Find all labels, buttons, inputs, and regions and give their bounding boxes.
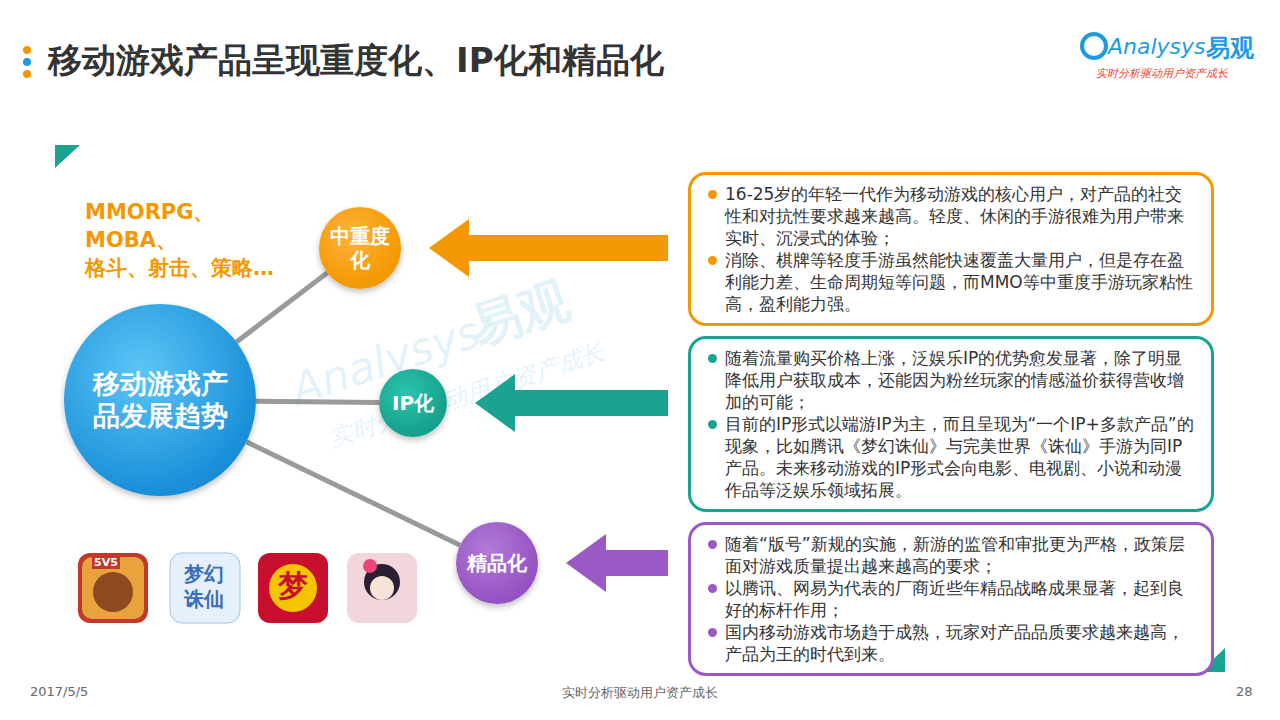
logo-slogan: 实时分析驱动用户资产成长	[1096, 66, 1228, 81]
bullet-text: 国内移动游戏市场趋于成熟，玩家对产品品质要求越来越高，产品为王的时代到来。	[725, 622, 1184, 664]
logo-text: 易观	[1206, 32, 1254, 64]
bullet-item: 目前的IP形式以端游IP为主，而且呈现为“一个IP+多款产品”的现象，比如腾讯《…	[705, 413, 1197, 501]
circle-label: IP化	[383, 391, 443, 415]
title-dot	[23, 58, 31, 66]
bullet-text: 目前的IP形式以端游IP为主，而且呈现为“一个IP+多款产品”的现象，比如腾讯《…	[725, 414, 1194, 500]
bullet-dot	[708, 584, 717, 593]
logo-mark	[1082, 34, 1106, 58]
corner-triangle	[55, 145, 80, 168]
bullet-item: 16-25岁的年轻一代作为移动游戏的核心用户，对产品的社交性和对抗性要求越来越高…	[705, 183, 1197, 249]
icon-text: 5V5	[92, 556, 120, 569]
title-dot	[23, 46, 31, 54]
bullet-item: 随着“版号”新规的实施，新游的监管和审批更为严格，政策层面对游戏质量提出越来越高…	[705, 533, 1197, 577]
footer-date: 2017/5/5	[30, 684, 88, 699]
bullet-text: 16-25岁的年轻一代作为移动游戏的核心用户，对产品的社交性和对抗性要求越来越高…	[725, 184, 1184, 248]
bullet-dot	[708, 420, 717, 429]
icon-text: 梦幻诛仙	[184, 562, 226, 612]
bullet-item: 国内移动游戏市场趋于成熟，玩家对产品品质要求越来越高，产品为王的时代到来。	[705, 621, 1197, 665]
trend-circle: 中重度化	[319, 207, 401, 289]
trend-circle: 精品化	[456, 522, 538, 604]
circle-label: 移动游戏产品发展趋势	[90, 368, 230, 433]
bullet-text: 以腾讯、网易为代表的厂商近些年精品战略成果显著，起到良好的标杆作用；	[725, 578, 1184, 620]
branch-line	[246, 442, 460, 545]
bullet-text: 随着流量购买价格上涨，泛娱乐IP的优势愈发显著，除了明显降低用户获取成本，还能因…	[725, 348, 1184, 412]
title-dot	[23, 70, 31, 78]
bullet-text: 消除、棋牌等轻度手游虽然能快速覆盖大量用户，但是存在盈利能力差、生命周期短等问题…	[725, 250, 1193, 314]
bullet-dot	[708, 540, 717, 549]
slide-title: 移动游戏产品呈现重度化、IP化和精品化	[48, 38, 664, 84]
circle-label: 中重度化	[328, 224, 392, 272]
bullet-item: 消除、棋牌等轻度手游虽然能快速覆盖大量用户，但是存在盈利能力差、生命周期短等问题…	[705, 249, 1197, 315]
trend-circle: 移动游戏产品发展趋势	[64, 304, 256, 496]
trend-circle: IP化	[379, 369, 447, 437]
bullet-dot	[708, 190, 717, 199]
circle-label: 精品化	[459, 551, 535, 575]
page-number: 28	[1236, 684, 1253, 699]
genre-list: MMORPG、 MOBA、 格斗、射击、策略…	[85, 198, 335, 282]
bullet-item: 随着流量购买价格上涨，泛娱乐IP的优势愈发显著，除了明显降低用户获取成本，还能因…	[705, 347, 1197, 413]
bullet-item: 以腾讯、网易为代表的厂商近些年精品战略成果显著，起到良好的标杆作用；	[705, 577, 1197, 621]
branch-line	[236, 273, 327, 342]
block-arrow	[429, 219, 668, 277]
info-box: 随着流量购买价格上涨，泛娱乐IP的优势愈发显著，除了明显降低用户获取成本，还能因…	[688, 336, 1214, 512]
logo-text: Analysys	[1108, 34, 1206, 59]
icon-text: 梦	[278, 566, 308, 607]
bullet-dot	[708, 628, 717, 637]
info-box: 随着“版号”新规的实施，新游的监管和审批更为严格，政策层面对游戏质量提出越来越高…	[688, 522, 1214, 676]
bullet-text: 随着“版号”新规的实施，新游的监管和审批更为严格，政策层面对游戏质量提出越来越高…	[725, 534, 1185, 576]
info-box: 16-25岁的年轻一代作为移动游戏的核心用户，对产品的社交性和对抗性要求越来越高…	[688, 172, 1214, 326]
watermark: Analysys易观实时分析驱动用户资产成长	[241, 248, 630, 502]
footer-slogan: 实时分析驱动用户资产成长	[0, 684, 1280, 702]
game-icons	[78, 553, 417, 623]
block-arrow	[566, 534, 668, 592]
bullet-dot	[708, 256, 717, 265]
bullet-dot	[708, 354, 717, 363]
